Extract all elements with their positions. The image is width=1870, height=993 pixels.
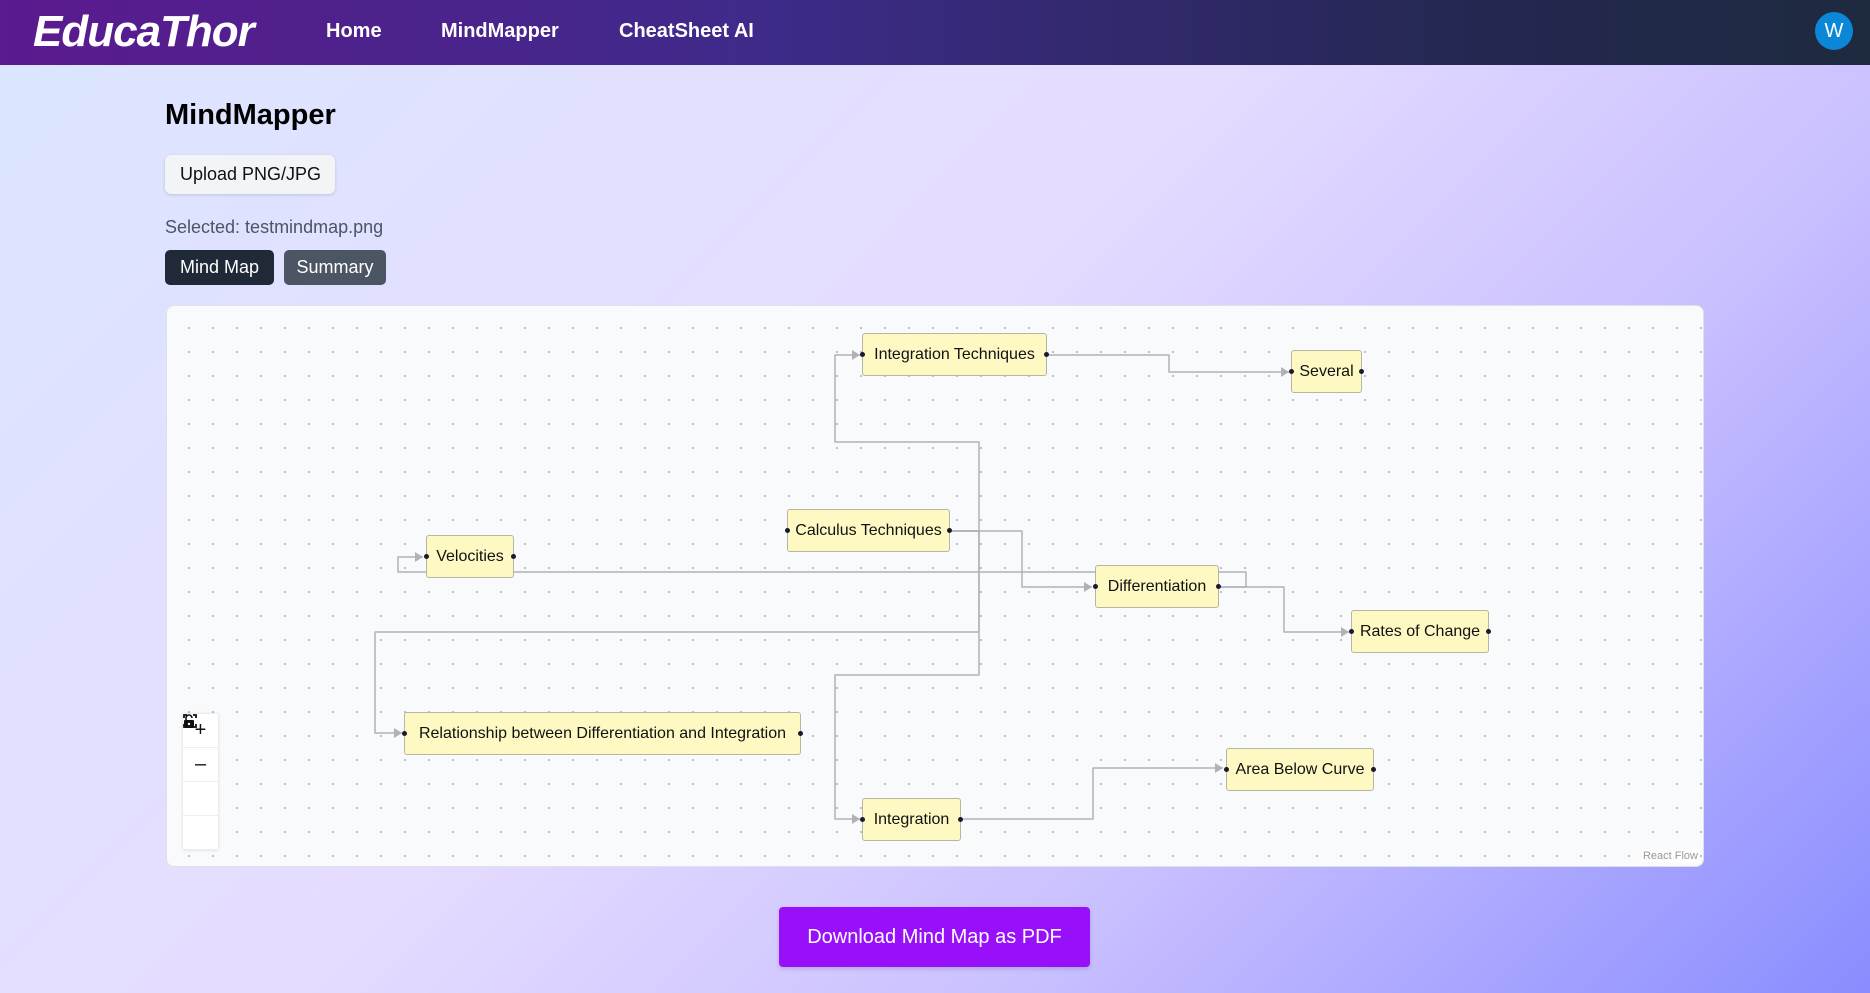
node-label: Several [1299, 362, 1354, 380]
mindmap-node-integration[interactable]: Integration [860, 798, 963, 841]
target-handle[interactable] [402, 731, 407, 736]
source-handle[interactable] [1486, 629, 1491, 634]
mindmap-node-rates-of-change[interactable]: Rates of Change [1349, 610, 1491, 653]
edge-arrow-icon [852, 814, 860, 824]
zoom-out-icon[interactable]: – [183, 748, 218, 782]
mindmap-node-differentiation[interactable]: Differentiation [1093, 565, 1221, 608]
avatar[interactable]: W [1815, 12, 1853, 50]
edge-arrow-icon [1281, 367, 1289, 377]
download-pdf-button[interactable]: Download Mind Map as PDF [779, 907, 1090, 967]
target-handle[interactable] [785, 528, 790, 533]
target-handle[interactable] [1289, 369, 1294, 374]
edge-arrow-icon [415, 552, 423, 562]
flow-controls: + – [183, 714, 218, 850]
source-handle[interactable] [958, 817, 963, 822]
logo[interactable]: EducaThor [33, 7, 255, 56]
nav-mindmapper[interactable]: MindMapper [441, 20, 559, 42]
lock-icon[interactable] [183, 714, 218, 850]
edges-layer [374, 350, 1349, 824]
node-label: Calculus Techniques [795, 521, 942, 539]
target-handle[interactable] [860, 817, 865, 822]
nav-home[interactable]: Home [326, 20, 382, 42]
edge-arrow-icon [1215, 763, 1223, 773]
source-handle[interactable] [511, 554, 516, 559]
target-handle[interactable] [1224, 767, 1229, 772]
mindmap-node-integration-techniques[interactable]: Integration Techniques [860, 333, 1049, 376]
top-nav-bar: EducaThor Home MindMapper CheatSheet AI … [0, 0, 1870, 65]
source-handle[interactable] [947, 528, 952, 533]
source-handle[interactable] [1359, 369, 1364, 374]
mindmap-node-velocities[interactable]: Velocities [424, 535, 516, 578]
mindmap-node-area-below-curve[interactable]: Area Below Curve [1224, 748, 1376, 791]
edge-integration-techniques-to-several[interactable] [1048, 354, 1289, 373]
node-label: Area Below Curve [1235, 760, 1365, 778]
mindmap-node-several[interactable]: Several [1289, 350, 1364, 393]
tab-mind-map[interactable]: Mind Map [165, 250, 274, 285]
mindmap-node-relationship[interactable]: Relationship between Differentiation and… [402, 712, 803, 755]
edge-calculus-techniques-to-integration-techniques[interactable] [834, 354, 980, 532]
edge-arrow-icon [1084, 582, 1092, 592]
edge-differentiation-to-rates-of-change[interactable] [1220, 586, 1349, 633]
nav-cheatsheet-ai[interactable]: CheatSheet AI [619, 20, 754, 42]
selected-file-text: Selected: testmindmap.png [165, 217, 384, 237]
target-handle[interactable] [1349, 629, 1354, 634]
source-handle[interactable] [1216, 584, 1221, 589]
node-label: Integration [873, 810, 950, 828]
react-flow-attribution[interactable]: React Flow [1640, 849, 1700, 863]
edge-integration-to-area-below-curve[interactable] [962, 767, 1223, 820]
target-handle[interactable] [1093, 584, 1098, 589]
target-handle[interactable] [424, 554, 429, 559]
node-label: Velocities [436, 547, 504, 565]
edge-calculus-techniques-to-differentiation[interactable] [952, 530, 1092, 588]
target-handle[interactable] [860, 352, 865, 357]
edge-arrow-icon [1341, 627, 1349, 637]
tab-summary[interactable]: Summary [284, 250, 386, 285]
source-handle[interactable] [798, 731, 803, 736]
source-handle[interactable] [1044, 352, 1049, 357]
edge-differentiation-to-velocities[interactable] [397, 556, 1247, 588]
node-label: Relationship between Differentiation and… [418, 724, 787, 742]
fit-view-icon[interactable] [183, 714, 218, 816]
mindmap-node-calculus-techniques[interactable]: Calculus Techniques [785, 509, 952, 552]
edge-calculus-techniques-to-integration[interactable] [834, 530, 980, 820]
zoom-in-icon[interactable]: + [183, 714, 218, 748]
node-label: Rates of Change [1359, 622, 1481, 640]
node-label: Integration Techniques [874, 345, 1035, 363]
source-handle[interactable] [1371, 767, 1376, 772]
edge-arrow-icon [852, 350, 860, 360]
node-label: Differentiation [1107, 577, 1207, 595]
edge-arrow-icon [394, 728, 402, 738]
page-title: MindMapper [165, 99, 336, 131]
upload-button[interactable]: Upload PNG/JPG [165, 155, 335, 194]
